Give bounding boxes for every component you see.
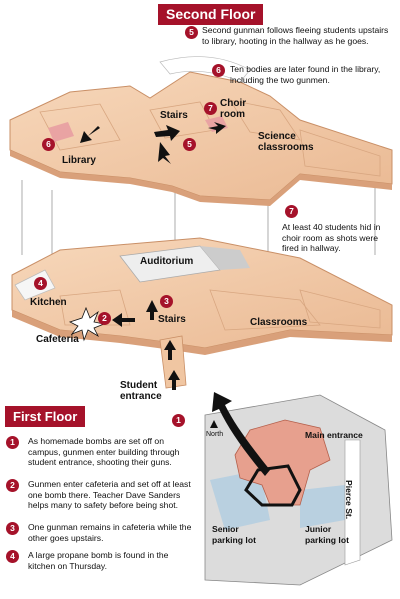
- science-classrooms-label: Science classrooms: [258, 131, 314, 153]
- marker-5: 5: [183, 138, 196, 151]
- north-arrow-icon: [210, 420, 218, 428]
- event-badge: 3: [6, 522, 19, 535]
- kitchen-label: Kitchen: [30, 297, 67, 308]
- north-label: North: [206, 431, 224, 438]
- library-label: Library: [62, 155, 96, 166]
- first-stairs-label: Stairs: [158, 314, 186, 325]
- arrow-to-cafeteria-icon: [112, 313, 135, 327]
- campus-map: [204, 394, 393, 586]
- note-badge-6: 6: [212, 64, 225, 77]
- first-floor-title: First Floor: [5, 406, 86, 427]
- marker-3: 3: [160, 295, 173, 308]
- marker-6: 6: [42, 138, 55, 151]
- arrow-up-stairs-icon: [146, 300, 158, 320]
- event-badge: 4: [6, 550, 19, 563]
- note-badge-7: 7: [285, 205, 298, 218]
- library-highlight: [48, 122, 74, 142]
- explosion-icon: [68, 306, 106, 342]
- marker-2: 2: [98, 312, 111, 325]
- arrow-corridor-icon: [164, 340, 176, 360]
- classrooms-label: Classrooms: [250, 317, 308, 328]
- event-text: One gunman remains in cafeteria while th…: [28, 522, 192, 543]
- senior-lot-label: Senior parking lot: [212, 524, 256, 545]
- event-badge: 1: [6, 436, 19, 449]
- pierce-st-label: Pierce St.: [344, 480, 354, 520]
- second-floor-title: Second Floor: [158, 4, 264, 25]
- marker-7: 7: [204, 102, 217, 115]
- second-stairs-label: Stairs: [160, 110, 188, 121]
- note-5: Second gunman follows fleeing students u…: [202, 25, 389, 46]
- note-6: Ten bodies are later found in the librar…: [230, 64, 381, 85]
- note-7: At least 40 students hid in choir room a…: [282, 222, 381, 253]
- arrow-choir-icon: [208, 122, 226, 134]
- note-badge-5: 5: [185, 26, 198, 39]
- event-text: As homemade bombs are set off on campus,…: [28, 436, 180, 467]
- main-entrance-label: Main entrance: [305, 430, 363, 440]
- arrow-stairs-down-icon: [158, 142, 171, 164]
- event-text: Gunmen enter cafeteria and set off at le…: [28, 479, 191, 510]
- route-arrows: [80, 122, 226, 390]
- arrow-to-library-icon: [80, 126, 100, 143]
- choir-room-label: Choir room: [220, 98, 247, 120]
- marker-4: 4: [34, 277, 47, 290]
- senior-parking-lot: [210, 470, 270, 530]
- junior-parking-lot: [300, 485, 345, 528]
- arrow-entrance-icon: [168, 370, 180, 390]
- map-highlight-outline: [244, 464, 302, 507]
- first-floor-plan: [11, 237, 393, 389]
- student-entrance-label: Student entrance: [120, 380, 162, 402]
- marker-1: 1: [172, 414, 185, 427]
- callout-arrow-icon: [212, 392, 270, 476]
- event-text: A large propane bomb is found in the kit…: [28, 550, 169, 571]
- auditorium-label: Auditorium: [140, 256, 194, 267]
- arrow-stairs-icon: [154, 125, 180, 141]
- event-badge: 2: [6, 479, 19, 492]
- school-building: [234, 419, 331, 506]
- cafeteria-label: Cafeteria: [36, 334, 79, 345]
- junior-lot-label: Junior parking lot: [305, 524, 349, 545]
